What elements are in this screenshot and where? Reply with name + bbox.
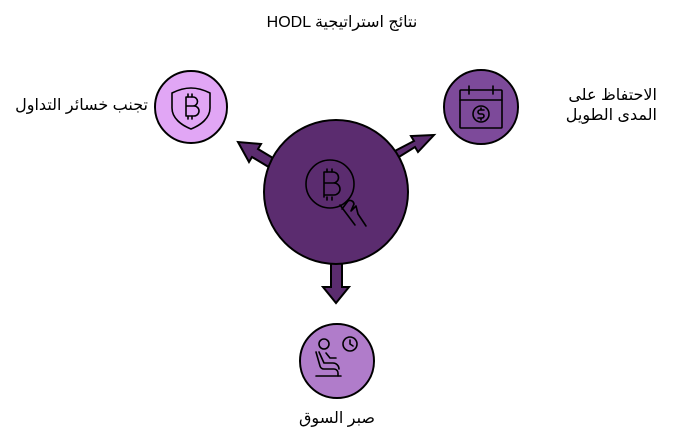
calendar-dollar-icon bbox=[459, 85, 503, 129]
outcome-long-term-holding bbox=[443, 69, 519, 145]
label-long-term-holding: الاحتفاظ على المدى الطويل bbox=[565, 87, 657, 124]
label-market-patience: صبر السوق bbox=[299, 410, 375, 427]
arrow-to-market-patience-icon bbox=[320, 261, 352, 305]
center-node bbox=[263, 119, 409, 265]
diagram-title: HODL نتائج استراتيجية bbox=[266, 14, 418, 31]
seated-person-clock-icon bbox=[315, 336, 358, 377]
bitcoin-in-hand-icon bbox=[305, 159, 367, 227]
outcome-avoid-trading-losses bbox=[154, 70, 228, 144]
bitcoin-shield-icon bbox=[171, 87, 211, 130]
label-avoid-trading-losses: تجنب خسائر التداول bbox=[15, 97, 148, 114]
outcome-market-patience bbox=[299, 323, 375, 399]
